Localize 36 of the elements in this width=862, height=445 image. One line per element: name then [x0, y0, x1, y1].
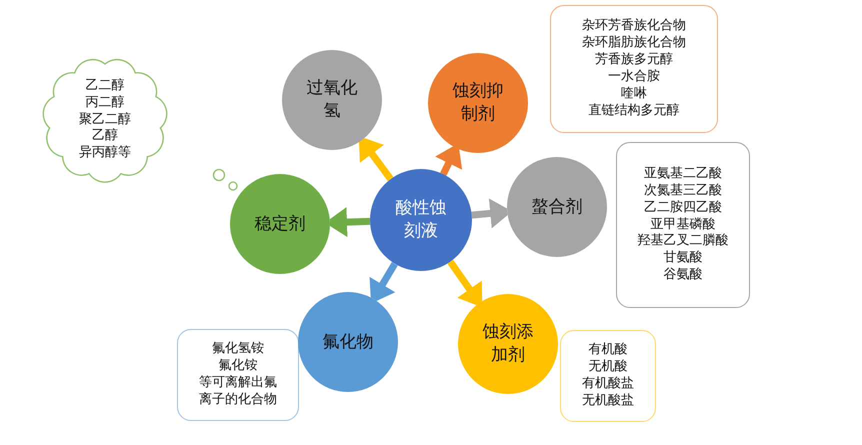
list-item: 有机酸盐	[580, 376, 635, 393]
list-item: 有机酸	[587, 342, 628, 359]
category-label: 酸性蚀刻液	[394, 197, 448, 243]
list-item: 喹啉	[621, 86, 647, 103]
list-item: 杂环脂肪族化合物	[582, 35, 686, 52]
list-item: 无机酸	[587, 359, 628, 376]
list-item: 亚甲基磷酸	[650, 216, 716, 233]
category-label: 氟化物	[322, 330, 374, 354]
list-item: 乙醇	[92, 128, 118, 145]
list-box	[616, 142, 750, 308]
list-item: 乙二胺四乙酸	[644, 200, 722, 217]
list-item: 甘氨酸	[664, 250, 702, 268]
list-item: 丙二醇	[86, 94, 124, 112]
list-item: 谷氨酸	[664, 267, 702, 284]
list-item: 杂环芳香族化合物	[582, 18, 686, 35]
list-item: 聚乙二醇	[79, 112, 131, 128]
category-label: 蚀刻添加剂	[482, 321, 534, 367]
list-item: 氟化铵	[217, 358, 258, 375]
category-label: 稳定剂	[254, 212, 306, 236]
list-box	[177, 329, 299, 421]
list-item: 次氮基三乙酸	[644, 182, 722, 200]
category-label: 蚀刻抑制剂	[452, 80, 504, 126]
list-box	[550, 5, 718, 133]
list-item: 羟基乙叉二膦酸	[638, 233, 728, 250]
list-item: 一水合胺	[608, 69, 660, 86]
list-item: 亚氨基二乙酸	[644, 166, 722, 183]
list-item: 无机酸盐	[580, 392, 635, 410]
category-label: 螯合剂	[530, 196, 584, 218]
list-item: 异丙醇等	[79, 145, 131, 162]
list-item: 乙二醇	[86, 78, 124, 95]
list-item: 芳香族多元醇	[595, 52, 673, 69]
list-item: 等可离解出氟离子的化合物	[198, 375, 278, 409]
list-item: 直链结构多元醇	[588, 102, 680, 120]
category-label: 过氧化氢	[306, 77, 358, 123]
list-box	[560, 330, 656, 422]
list-item: 氟化氢铵	[210, 341, 265, 358]
